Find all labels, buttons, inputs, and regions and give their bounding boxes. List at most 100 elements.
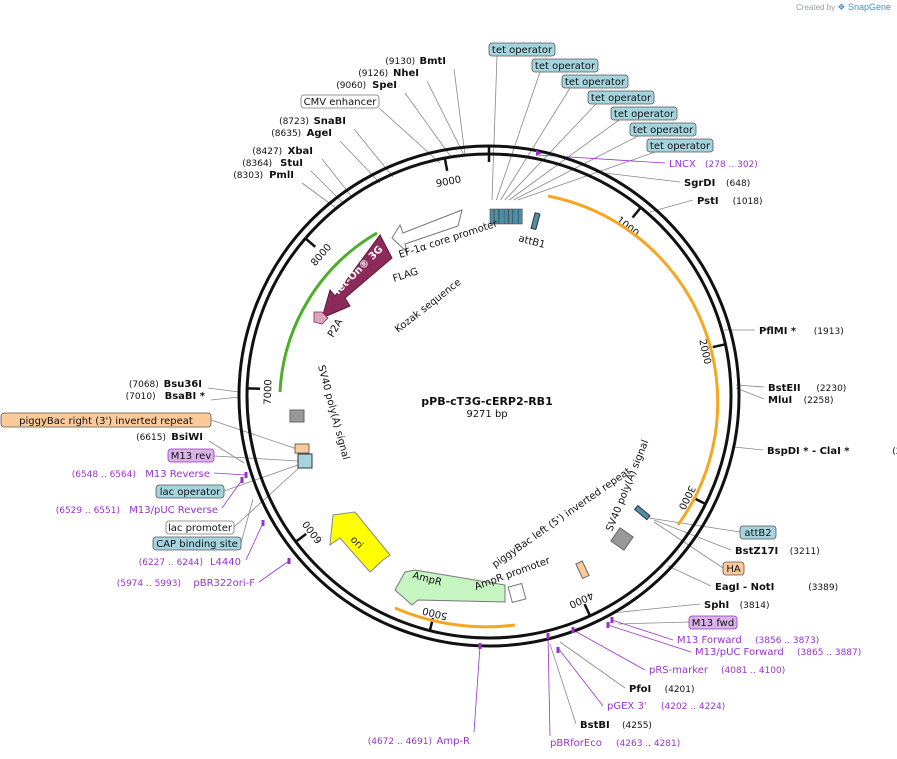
primer-name: pGEX 3' xyxy=(607,701,647,712)
piggybac-right-label-bg xyxy=(0,412,212,428)
site-position: (3211) xyxy=(790,547,820,557)
tick-label-7000: 7000 xyxy=(263,379,275,405)
primer-range: (6227 .. 6244) xyxy=(139,558,203,568)
site-name: PmlI xyxy=(269,170,294,181)
primer-range: (3865 .. 3887) xyxy=(797,648,861,658)
site-position: (4255) xyxy=(622,721,652,731)
snapgene-logo: ❖ SnapGene xyxy=(837,2,891,12)
credit-prefix: Created by xyxy=(796,3,836,12)
tet-operator-block xyxy=(503,208,509,225)
site-position: (9126) xyxy=(358,69,388,79)
leader-line xyxy=(353,128,394,178)
leader-line xyxy=(245,522,264,561)
primer-prsmarker: pRS-marker(4081 .. 4100) xyxy=(649,665,785,676)
tick-3000 xyxy=(693,497,707,506)
primer-name: pRS-marker xyxy=(649,665,709,676)
tet-operator-label-bg xyxy=(610,106,678,121)
primer-marker xyxy=(610,617,614,623)
attb1-label: attB1 xyxy=(517,233,546,251)
piggybac-right-label: piggyBac right (3') inverted repeat xyxy=(0,412,212,428)
flag-label: FLAG xyxy=(392,266,420,284)
attb1-box xyxy=(530,212,541,231)
attb2-label-bg xyxy=(739,525,777,540)
site-stui: StuI(8364) xyxy=(242,158,303,169)
site-bswi: BsiWI(6615) xyxy=(136,432,203,443)
tick-label-6000: 6000 xyxy=(301,518,325,545)
site-position: (2230) xyxy=(816,384,846,394)
tet-operator-label-text: tet operator xyxy=(535,61,596,72)
site-position: (648) xyxy=(726,179,750,189)
leader-line xyxy=(611,619,674,641)
leader-line xyxy=(404,92,452,158)
primer-range: (3856 .. 3873) xyxy=(755,636,819,646)
leader-line xyxy=(233,466,301,528)
site-nhei: NheI (9126) xyxy=(358,68,419,79)
site-psti: PstI(1018) xyxy=(697,196,763,207)
site-position: (8364) xyxy=(242,159,272,169)
tet-operator-label-text: tet operator xyxy=(614,109,675,120)
leader-line xyxy=(453,68,466,156)
primer-range: (4202 .. 4224) xyxy=(661,702,725,712)
leader-line xyxy=(735,387,765,400)
primer-name: Amp-R xyxy=(437,736,471,747)
primer-range: (6529 .. 6551) xyxy=(56,506,120,516)
cap-binding-label-text: CAP binding site xyxy=(156,539,238,550)
kozak-label: Kozak sequence xyxy=(393,277,463,335)
leader-line xyxy=(559,641,626,689)
leader-line xyxy=(733,446,764,451)
primer-ampr_primer: Amp-R(4672 .. 4691) xyxy=(368,736,470,747)
tet-operator-label-bg xyxy=(488,42,556,57)
m13-rev-label-text: M13 rev xyxy=(171,451,212,462)
primer-name: M13/pUC Reverse xyxy=(129,505,218,516)
piggybac-right-box xyxy=(294,443,310,454)
site-agei: AgeI(8635) xyxy=(271,128,332,139)
site-name: PfoI xyxy=(629,684,651,695)
site-name: NheI xyxy=(393,68,419,79)
m13-fwd-label: M13 fwd xyxy=(688,615,738,630)
site-position: (2548) xyxy=(892,447,897,457)
site-name: SphI xyxy=(704,600,729,611)
primer-name: M13/pUC Forward xyxy=(695,647,784,658)
tet-operator-label-bg xyxy=(587,90,655,105)
tet-operator-label: tet operator xyxy=(488,42,556,57)
leader-line xyxy=(508,119,620,201)
leader-line xyxy=(378,107,441,164)
site-position: (9130) xyxy=(385,57,415,67)
plasmid-name: pPB-cT3G-cERP2-RB1 xyxy=(421,395,552,408)
primer-name: L4440 xyxy=(210,557,241,568)
features xyxy=(289,209,651,606)
primer-l4440: L4440 (6227 .. 6244) xyxy=(139,557,241,568)
primer-m13pucrev: M13/pUC Reverse (6529 .. 6551) xyxy=(56,505,218,516)
m13-fwd-label-bg xyxy=(688,615,738,630)
tet-operator-label-bg xyxy=(629,122,697,137)
primer-pbrforeco: pBRforEco(4263 .. 4281) xyxy=(550,738,680,749)
site-name: SpeI xyxy=(372,80,397,91)
primer-lncx: LNCX(278 .. 302) xyxy=(669,159,758,170)
leader-line xyxy=(491,55,498,201)
tet-operator-block xyxy=(517,208,523,225)
primer-pgex3: pGEX 3' (4202 .. 4224) xyxy=(607,701,725,712)
site-sgrdi: SgrDI(648) xyxy=(684,178,750,189)
primer-name: M13 Reverse xyxy=(145,469,210,480)
site-snabi: SnaBI(8723) xyxy=(279,116,346,127)
leader-line xyxy=(607,624,692,653)
site-name: Bsu36I xyxy=(164,379,202,390)
leader-line xyxy=(210,419,298,450)
site-name: EagI - NotI xyxy=(715,582,774,593)
leader-line xyxy=(213,472,247,476)
site-position: (8635) xyxy=(271,129,301,139)
cmv-enhancer-label-bg xyxy=(300,94,380,109)
leader-line xyxy=(572,629,646,671)
site-sphi: SphI(3814) xyxy=(704,600,770,611)
m13-fwd-label-text: M13 fwd xyxy=(692,618,734,629)
tick-label-4000: 4000 xyxy=(567,589,595,610)
site-bstbi: BstBI(4255) xyxy=(580,720,652,731)
site-name: BmtI xyxy=(419,56,446,67)
primer-marker xyxy=(556,647,560,653)
attb2-box xyxy=(633,504,651,521)
site-name: BspDI * - ClaI * xyxy=(767,446,850,457)
p2a-arrow xyxy=(313,311,329,325)
site-position: (8427) xyxy=(252,147,282,157)
primer-marker xyxy=(261,520,265,526)
lac-region-box xyxy=(297,453,313,469)
